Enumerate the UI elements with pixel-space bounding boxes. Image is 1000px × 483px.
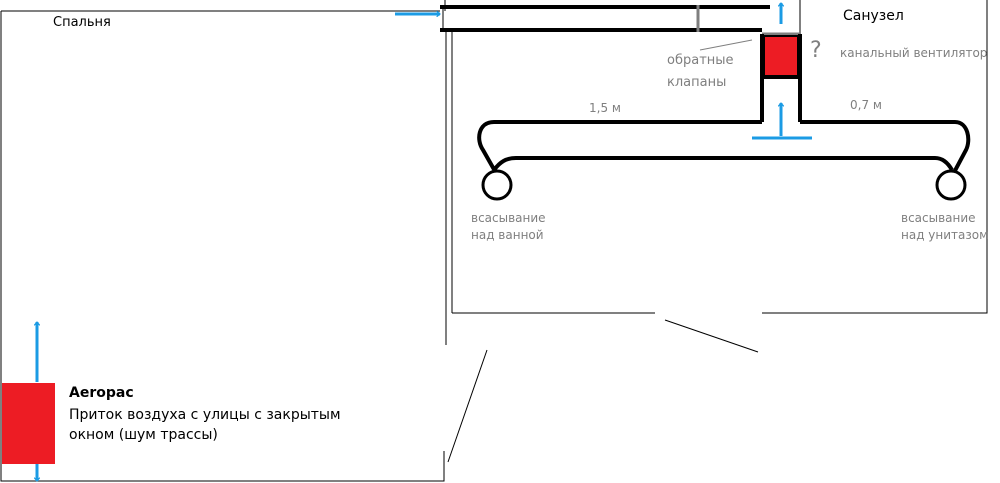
length-left-label: 1,5 м — [589, 101, 621, 115]
suction-toilet-label-line2: над унитазом — [901, 228, 989, 242]
suction-point-bath — [481, 169, 513, 201]
check-valves-label-line1: обратные — [667, 53, 734, 68]
bathroom-walls — [451, 0, 988, 314]
bedroom-door — [447, 349, 488, 463]
suction-point-toilet — [935, 169, 967, 201]
suction-bath-label-line2: над ванной — [471, 228, 544, 242]
aeropac-description-line2: окном (шум трассы) — [69, 427, 218, 443]
flow-arrows — [37, 3, 812, 481]
question-mark: ? — [810, 38, 822, 63]
bathroom-door — [664, 319, 759, 353]
check-valves — [696, 5, 800, 51]
supply-duct — [440, 5, 770, 32]
duct-fan-label: канальный вентилятор — [840, 46, 988, 60]
aeropac-name: Aeropac — [69, 385, 134, 401]
exhaust-duct — [477, 120, 971, 181]
exhaust-riser — [760, 34, 802, 122]
check-valves-label-line2: клапаны — [667, 75, 727, 90]
bedroom-label: Спальня — [53, 15, 111, 30]
duct-fan — [763, 35, 799, 77]
suction-bath-label-line1: всасывание — [471, 211, 546, 225]
bedroom-walls — [0, 0, 447, 482]
aeropac-description-line1: Приток воздуха с улицы с закрытым — [69, 407, 341, 423]
aeropac-unit — [2, 383, 55, 464]
length-right-label: 0,7 м — [850, 98, 882, 112]
bathroom-label: Санузел — [843, 8, 904, 24]
suction-toilet-label-line1: всасывание — [901, 211, 976, 225]
